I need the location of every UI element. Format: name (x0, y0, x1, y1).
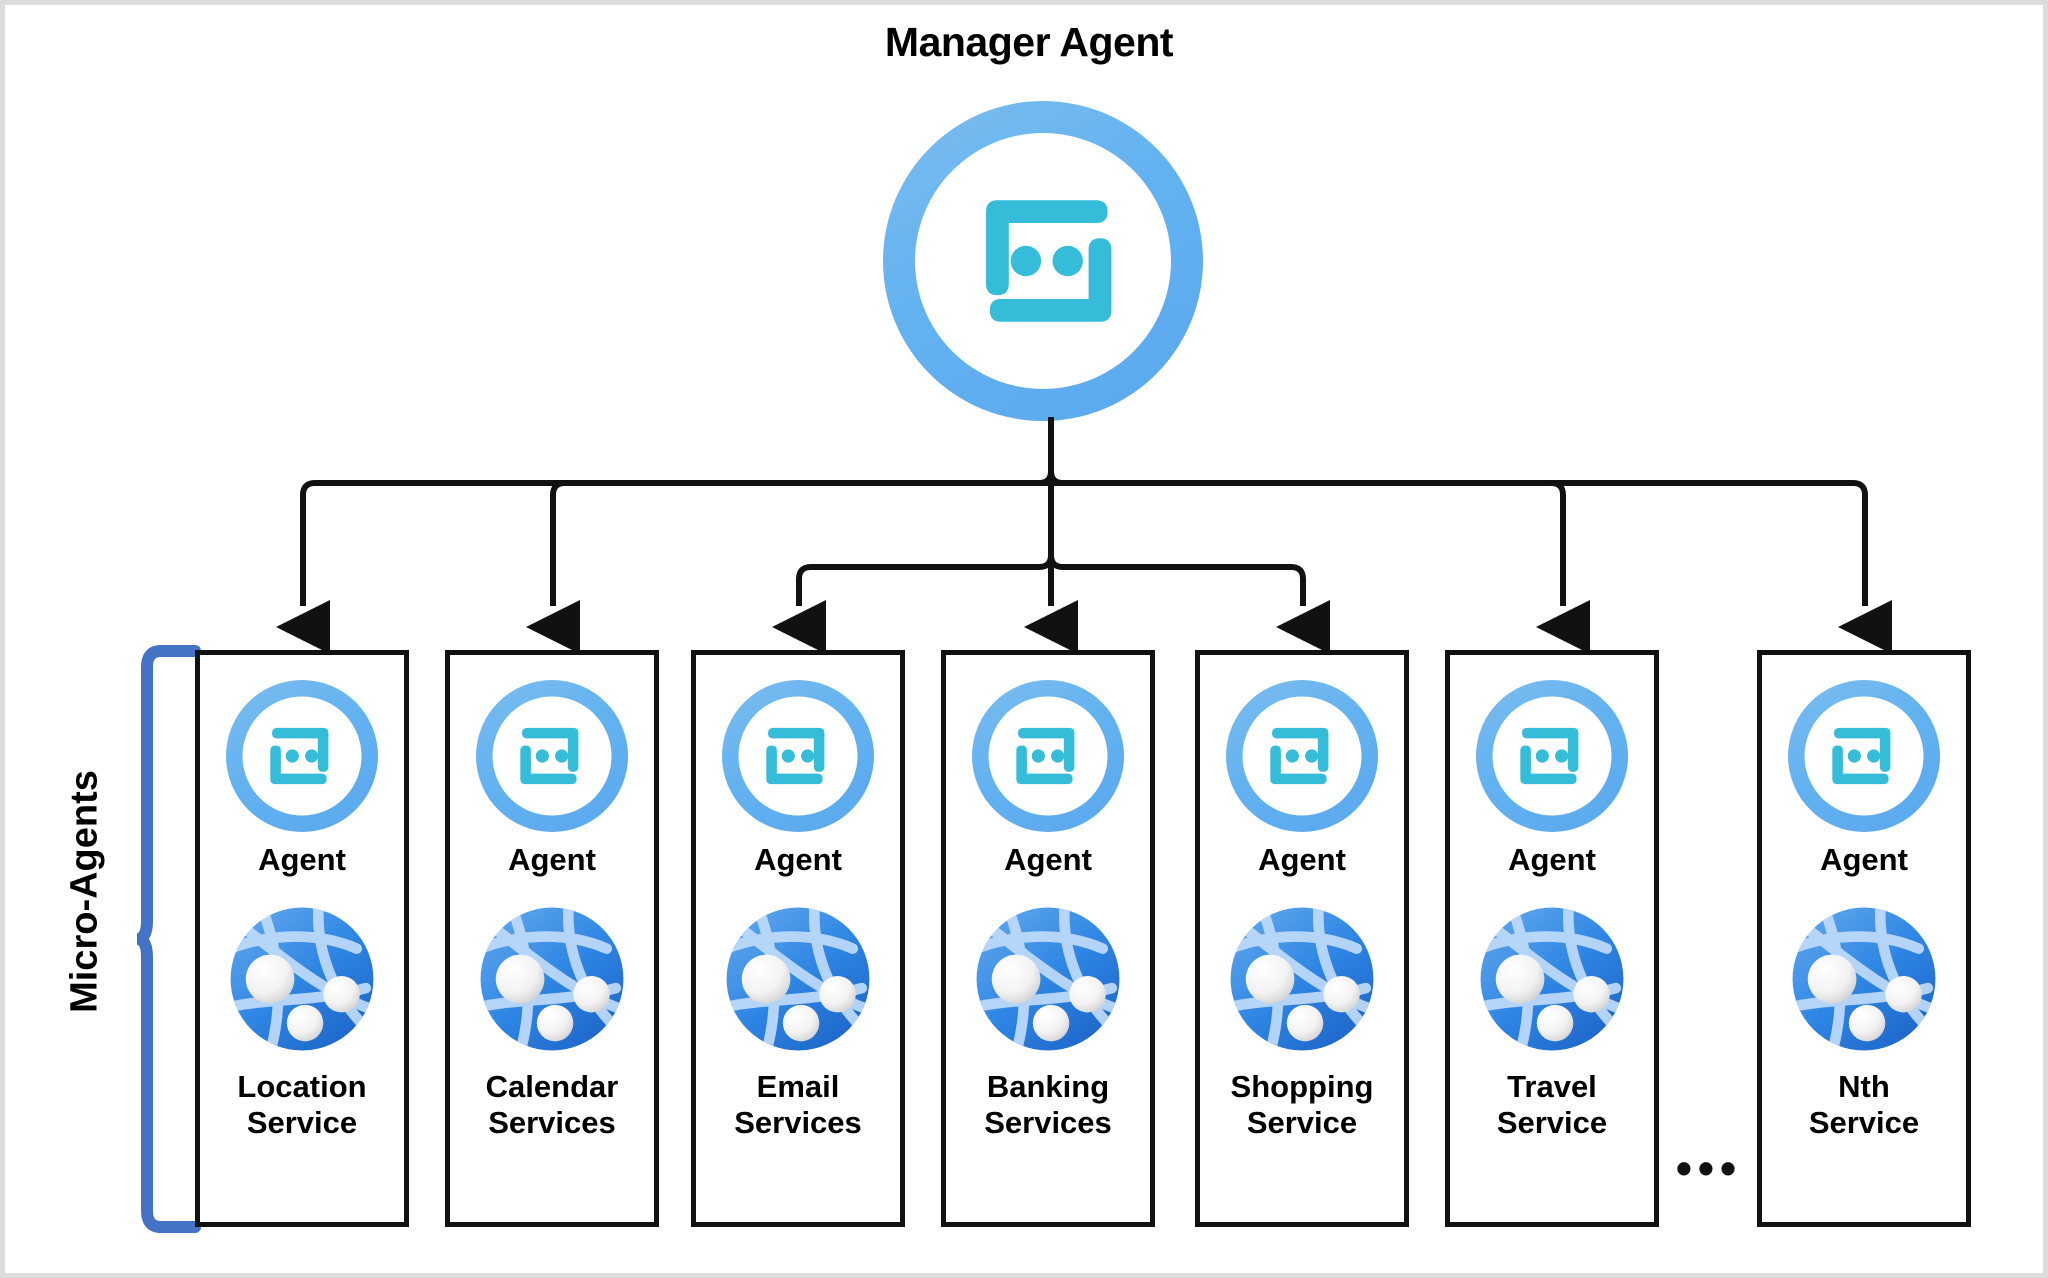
agent-glyph (1520, 727, 1579, 785)
manager-agent-glyph (986, 200, 1112, 322)
agent-icon-inner (492, 696, 612, 816)
agent-icon (722, 680, 874, 832)
agent-label: Agent (1820, 842, 1908, 877)
agent-label: Agent (508, 842, 596, 877)
service-icon (226, 903, 378, 1055)
micro-agent-box-location-service[interactable]: Agent Location Service (195, 650, 409, 1227)
agent-icon (1226, 680, 1378, 832)
manager-agent-icon (883, 101, 1203, 421)
agent-glyph (1270, 727, 1329, 785)
service-label: Location Service (237, 1068, 367, 1141)
agent-glyph (520, 727, 579, 785)
agent-icon-inner (242, 696, 362, 816)
ellipsis-indicator: ••• (1675, 1142, 1743, 1194)
agent-label: Agent (754, 842, 842, 877)
micro-agent-box-shopping-service[interactable]: Agent Shopping Service (1195, 650, 1409, 1227)
agent-label: Agent (1004, 842, 1092, 877)
page-title: Manager Agent (884, 19, 1174, 65)
service-icon (1788, 903, 1940, 1055)
agent-icon (1476, 680, 1628, 832)
micro-agents-brace (137, 645, 201, 1233)
micro-agent-box-banking-services[interactable]: Agent Banking Services (941, 650, 1155, 1227)
globe-network-icon (1480, 907, 1624, 1050)
agent-glyph (766, 727, 825, 785)
agent-label: Agent (1508, 842, 1596, 877)
agent-icon (476, 680, 628, 832)
micro-agent-box-travel-service[interactable]: Agent Travel Service (1445, 650, 1659, 1227)
service-label: Banking Services (984, 1068, 1112, 1141)
agent-glyph (1832, 727, 1891, 785)
service-label: Shopping Service (1230, 1068, 1374, 1141)
globe-network-icon (726, 907, 870, 1050)
service-icon (1476, 903, 1628, 1055)
service-icon (972, 903, 1124, 1055)
manager-agent-icon-inner (915, 133, 1171, 389)
service-label: Calendar Services (485, 1068, 619, 1141)
micro-agent-box-calendar-services[interactable]: Agent Calendar Services (445, 650, 659, 1227)
agent-icon (226, 680, 378, 832)
agent-icon (972, 680, 1124, 832)
micro-agent-box-email-services[interactable]: Agent Email Services (691, 650, 905, 1227)
agent-label: Agent (258, 842, 346, 877)
service-icon (722, 903, 874, 1055)
agent-icon (1788, 680, 1940, 832)
globe-network-icon (1230, 907, 1374, 1050)
agent-icon-inner (1804, 696, 1924, 816)
micro-agent-box-nth-service[interactable]: Agent Nth Service (1757, 650, 1971, 1227)
service-label: Travel Service (1496, 1068, 1608, 1141)
service-label: Email Services (734, 1068, 862, 1141)
globe-network-icon (1792, 907, 1936, 1050)
micro-agents-label: Micro-Agents (63, 770, 106, 1013)
agent-glyph (1016, 727, 1075, 785)
globe-network-icon (230, 907, 374, 1050)
service-label: Nth Service (1808, 1068, 1920, 1141)
agent-icon-inner (738, 696, 858, 816)
service-icon (1226, 903, 1378, 1055)
globe-network-icon (480, 907, 624, 1050)
agent-icon-inner (1492, 696, 1612, 816)
agent-icon-inner (1242, 696, 1362, 816)
agent-glyph (270, 727, 329, 785)
service-icon (476, 903, 628, 1055)
agent-label: Agent (1258, 842, 1346, 877)
agent-icon-inner (988, 696, 1108, 816)
globe-network-icon (976, 907, 1120, 1050)
